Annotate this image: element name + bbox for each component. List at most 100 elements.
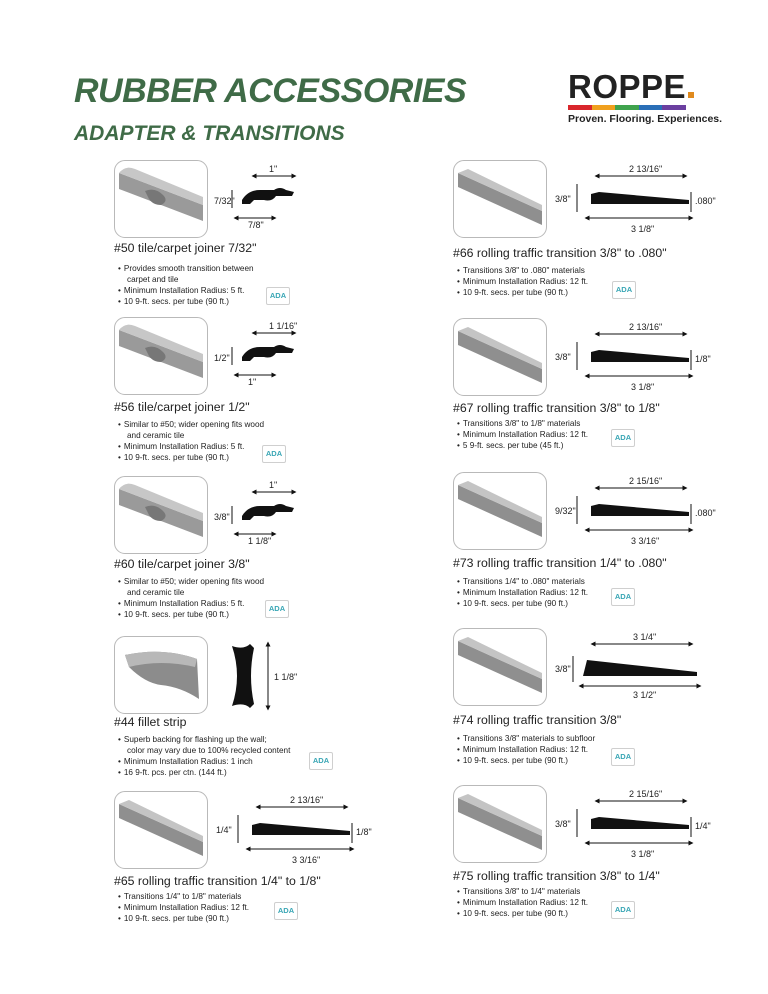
dim-label: 2 13/16": [629, 164, 662, 174]
product-item: 3 1/4" 3/8" 3 1/2" #74 rolling traffic tran…: [453, 628, 753, 768]
spec-item: •Minimum Installation Radius: 1 inch: [118, 756, 290, 767]
dim-label: 1": [269, 164, 277, 174]
spec-text: 5 9-ft. secs. per tube (45 ft.): [462, 441, 564, 450]
spec-text: and ceramic tile: [127, 588, 185, 597]
bullet-icon: •: [118, 768, 121, 777]
bullet-icon: •: [118, 610, 121, 619]
bullet-icon: •: [457, 734, 460, 743]
spec-text: Transitions 3/8" to 1/4" materials: [462, 887, 581, 896]
profile-diagram: 2 13/16"3/8".080"3 1/8": [553, 162, 733, 243]
bullet-icon: •: [457, 441, 460, 450]
spec-item: •Minimum Installation Radius: 5 ft.: [118, 441, 264, 452]
profile-diagram: 2 13/16"1/4"1/8"3 3/16": [214, 793, 394, 874]
dim-label: 1 1/8": [248, 536, 271, 544]
bullet-icon: •: [457, 588, 460, 597]
bullet-icon: •: [118, 599, 121, 608]
product-name: #67 rolling traffic transition 3/8" to 1…: [453, 401, 660, 415]
spec-text: Minimum Installation Radius: 12 ft.: [462, 430, 589, 439]
spec-text: Minimum Installation Radius: 12 ft.: [462, 745, 589, 754]
spec-text: 10 9-ft. secs. per tube (90 ft.): [462, 909, 568, 918]
spec-item: carpet and tile: [118, 274, 254, 285]
spec-text: 10 9-ft. secs. per tube (90 ft.): [462, 756, 568, 765]
spec-text: Minimum Installation Radius: 12 ft.: [462, 898, 589, 907]
spec-item: •Minimum Installation Radius: 12 ft.: [457, 897, 588, 908]
dim-label: 1/8": [695, 354, 711, 364]
product-name: #66 rolling traffic transition 3/8" to .…: [453, 246, 667, 260]
ada-badge: ADA: [266, 287, 290, 305]
bullet-icon: •: [118, 903, 121, 912]
dim-label: 3 1/8": [631, 224, 654, 234]
profile-diagram: 1 1/8": [224, 638, 304, 719]
spec-item: •10 9-ft. secs. per tube (90 ft.): [457, 287, 588, 298]
spec-text: Minimum Installation Radius: 12 ft.: [462, 588, 589, 597]
product-specs: •Similar to #50; wider opening fits wood…: [118, 419, 264, 463]
product-image: [114, 476, 208, 554]
logo-stripe: [662, 105, 686, 110]
dim-label: 3/8": [555, 664, 571, 674]
product-name: #73 rolling traffic transition 1/4" to .…: [453, 556, 667, 570]
spec-item: •10 9-ft. secs. per tube (90 ft.): [118, 609, 264, 620]
spec-text: 10 9-ft. secs. per tube (90 ft.): [123, 914, 229, 923]
spec-item: •Transitions 3/8" to 1/4" materials: [457, 886, 588, 897]
spec-text: 10 9-ft. secs. per tube (90 ft.): [123, 453, 229, 462]
spec-text: Minimum Installation Radius: 1 inch: [123, 757, 253, 766]
dim-label: 3 1/2": [633, 690, 656, 700]
bullet-icon: •: [457, 756, 460, 765]
spec-item: •Minimum Installation Radius: 12 ft.: [457, 276, 588, 287]
product-image: [114, 791, 208, 869]
product-item: 2 13/16"3/8"1/8"3 1/8"#67 rolling traffi…: [453, 318, 753, 451]
dim-label: 1/4": [216, 825, 232, 835]
dim-label: 7/8": [248, 220, 264, 228]
profile-diagram: 2 15/16"9/32".080"3 3/16": [553, 474, 733, 555]
product-name: #75 rolling traffic transition 3/8" to 1…: [453, 869, 660, 883]
dim-label: 1/8": [356, 827, 372, 837]
spec-text: 10 9-ft. secs. per tube (90 ft.): [462, 599, 568, 608]
product-image: [453, 160, 547, 238]
dim-label: 2 15/16": [629, 789, 662, 799]
spec-item: •10 9-ft. secs. per tube (90 ft.): [457, 598, 588, 609]
bullet-icon: •: [118, 453, 121, 462]
product-specs: •Transitions 3/8" to 1/4" materials•Mini…: [457, 886, 588, 919]
dim-label: 1/4": [695, 821, 711, 831]
spec-text: Minimum Installation Radius: 5 ft.: [123, 286, 245, 295]
dim-label: 3 3/16": [292, 855, 320, 865]
product-item: 1"3/8"1 1/8"#60 tile/carpet joiner 3/8"•…: [114, 476, 414, 620]
bullet-icon: •: [118, 735, 121, 744]
product-name: #60 tile/carpet joiner 3/8": [114, 557, 250, 571]
spec-text: 10 9-ft. secs. per tube (90 ft.): [462, 288, 568, 297]
logo-stripe: [638, 105, 663, 110]
logo-color-stripes: [568, 105, 686, 110]
profile-diagram: 2 13/16"3/8"1/8"3 1/8": [553, 320, 733, 401]
dim-label: 1": [248, 377, 256, 385]
dim-label: 3 1/8": [631, 849, 654, 859]
spec-item: •Minimum Installation Radius: 12 ft.: [457, 744, 595, 755]
dim-label: 9/32": [555, 506, 576, 516]
bullet-icon: •: [118, 757, 121, 766]
product-name: #50 tile/carpet joiner 7/32": [114, 241, 257, 255]
product-specs: •Transitions 3/8" to 1/8" materials•Mini…: [457, 418, 588, 451]
product-name: #56 tile/carpet joiner 1/2": [114, 400, 250, 414]
product-specs: •Transitions 3/8" to .080" materials•Min…: [457, 265, 588, 298]
ada-badge: ADA: [611, 429, 635, 447]
spec-item: •10 9-ft. secs. per tube (90 ft.): [457, 908, 588, 919]
spec-item: and ceramic tile: [118, 587, 264, 598]
dim-label: 3 1/4": [633, 632, 656, 642]
spec-item: •5 9-ft. secs. per tube (45 ft.): [457, 440, 588, 451]
profile-diagram: 1 1/16"1/2"1": [214, 319, 334, 390]
spec-item: •Minimum Installation Radius: 12 ft.: [457, 587, 588, 598]
bullet-icon: •: [118, 892, 121, 901]
ada-badge: ADA: [262, 445, 286, 463]
spec-item: •Similar to #50; wider opening fits wood: [118, 419, 264, 430]
product-name: #74 rolling traffic transition 3/8": [453, 713, 622, 727]
product-specs: •Transitions 1/4" to .080" materials•Min…: [457, 576, 588, 609]
spec-item: color may vary due to 100% recycled cont…: [118, 745, 290, 756]
spec-item: •Minimum Installation Radius: 5 ft.: [118, 598, 264, 609]
page-title: RUBBER ACCESSORIES: [74, 72, 467, 110]
spec-text: color may vary due to 100% recycled cont…: [127, 746, 291, 755]
spec-text: Transitions 1/4" to .080" materials: [462, 577, 585, 586]
spec-text: Minimum Installation Radius: 12 ft.: [123, 903, 250, 912]
product-image: [114, 317, 208, 395]
spec-item: •Transitions 1/4" to 1/8" materials: [118, 891, 249, 902]
logo-stripe: [568, 105, 592, 110]
